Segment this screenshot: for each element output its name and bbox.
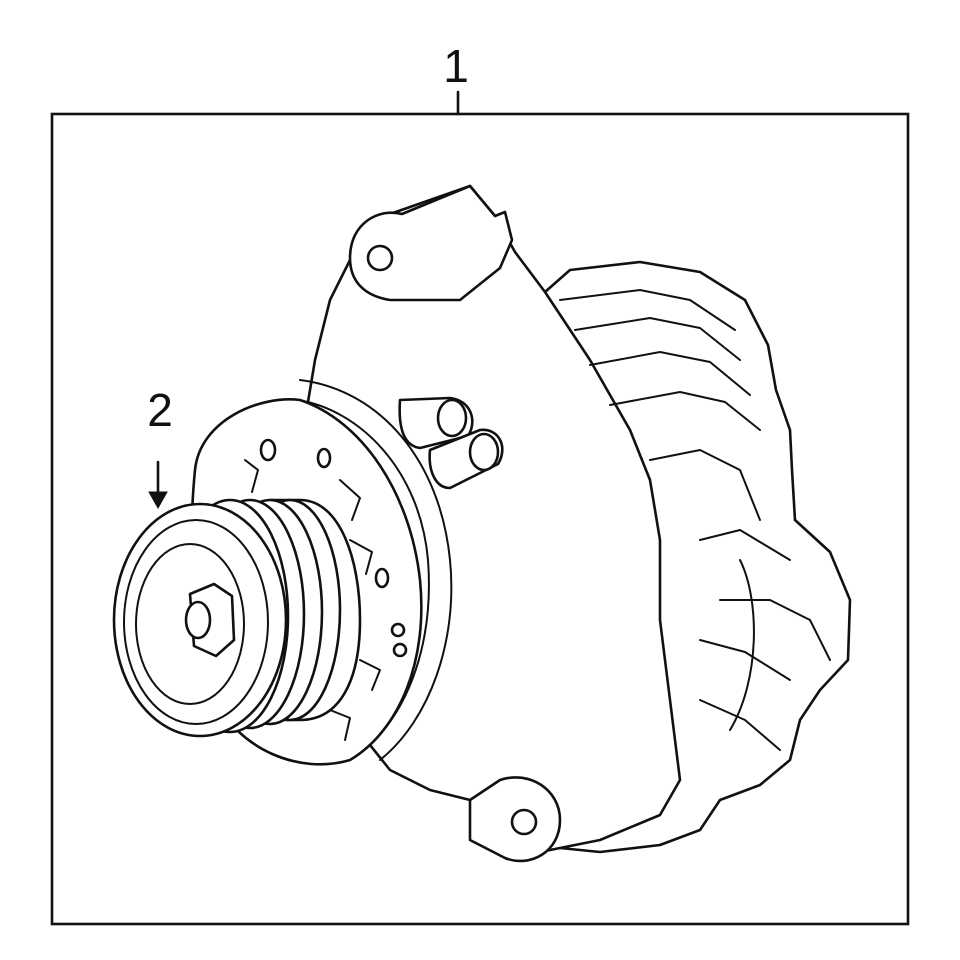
flange-hole-2 [316,447,332,469]
lower-bolt-hole [510,808,538,836]
callout-1-label: 1 [443,40,469,92]
flange-hole-1 [259,438,277,462]
flange-hole-5 [392,642,408,658]
assembly-frame [50,112,910,926]
rear-cover-ribs [559,289,831,751]
front-cooling-slots [244,459,381,741]
upper-bolt-hole [366,244,394,272]
flange-hole-3 [374,567,390,589]
flange-hole-4 [390,622,406,638]
pulley [112,498,362,738]
alternator-illustration [112,184,852,863]
upper-mounting-lug [348,184,514,302]
terminal-boss-2 [428,428,504,490]
pulley-nut [184,582,236,658]
front-housing-flange [299,379,453,761]
callout-2-label: 2 [147,384,173,436]
callout-2-arrow [148,460,168,510]
